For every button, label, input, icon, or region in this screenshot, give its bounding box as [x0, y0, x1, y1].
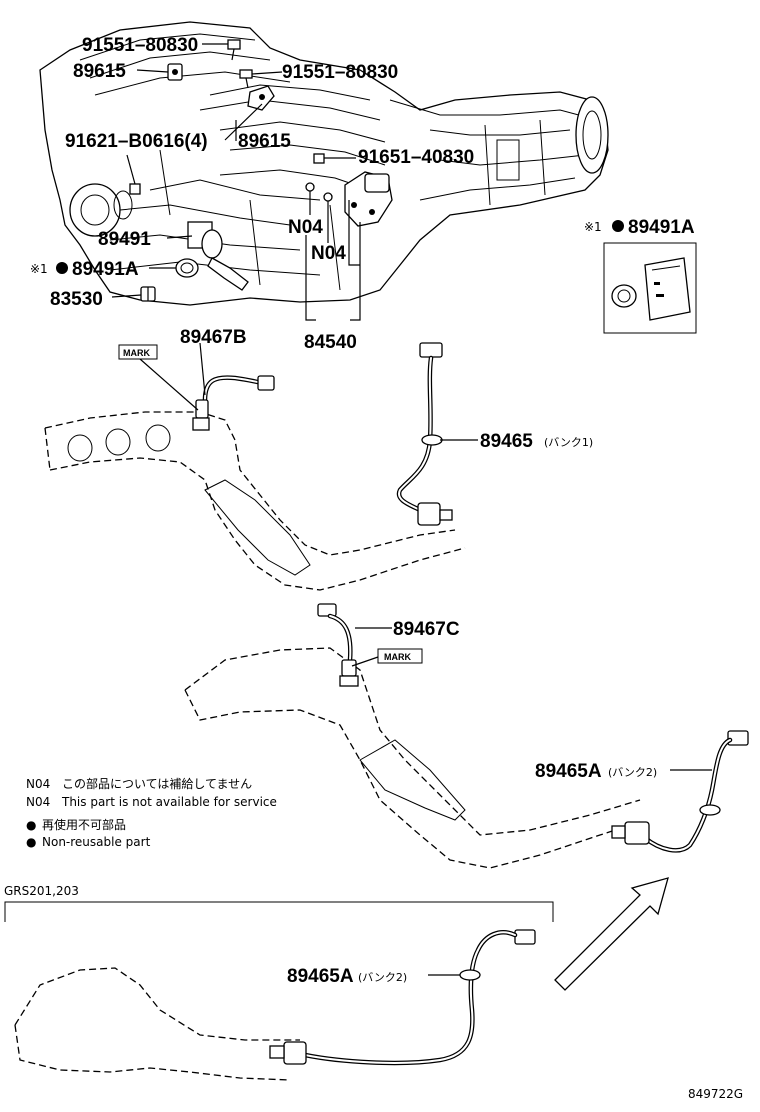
non-reusable-dot-icon	[56, 262, 68, 274]
exhaust-bank2-grs	[14, 967, 300, 1081]
label-89491a-left: 89491A	[72, 259, 139, 280]
label-91651: 91651–40830	[358, 147, 474, 168]
mark-callout-2: MARK	[351, 627, 423, 667]
label-89491: 89491	[98, 229, 151, 250]
bolt-91651-icon	[313, 153, 325, 164]
note-0-text: この部品については補給してません	[62, 776, 252, 791]
note-3-code: ●	[26, 835, 36, 849]
diagram-code: 849722G	[688, 1087, 743, 1101]
note-2-text: 再使用不可部品	[42, 817, 126, 832]
label-89615-mid: 89615	[238, 131, 291, 152]
label-89491a-right-prefix: ※1	[584, 220, 602, 234]
inset-frame	[603, 242, 697, 334]
mark-2-label: MARK	[384, 652, 411, 662]
note-0-code: N04	[26, 777, 50, 791]
label-89491a-left-prefix: ※1	[30, 262, 48, 276]
label-89465a-bottom: 89465A	[287, 966, 354, 987]
o-ring-89491a-icon	[175, 258, 199, 278]
sensor-89465a-right	[611, 730, 749, 853]
model-group-bracket: GRS201,203	[4, 884, 554, 922]
label-91621: 91621–B0616(4)	[65, 131, 208, 152]
model-group-label: GRS201,203	[4, 884, 79, 898]
exhaust-manifold-bank2	[184, 647, 641, 869]
inset-89491a-box	[603, 242, 697, 334]
note-3-text: Non-reusable part	[42, 835, 151, 849]
sensor-89465	[396, 342, 453, 526]
leader-lines-top	[111, 43, 361, 321]
sensor-89467c	[317, 603, 359, 687]
label-89467c: 89467C	[393, 619, 460, 640]
direction-arrow-icon	[554, 877, 669, 991]
instruction-sheet-icon	[644, 257, 691, 321]
sensor-89467b	[192, 375, 275, 431]
label-83530: 83530	[50, 289, 103, 310]
label-89467b: 89467B	[180, 327, 247, 348]
note-1-code: N04	[26, 795, 50, 809]
non-reusable-dot-icon	[612, 220, 624, 232]
mark-1-label: MARK	[123, 348, 150, 358]
mark-callout-1: MARK	[118, 342, 206, 411]
label-89465a-right-sub: (バンク2)	[608, 766, 657, 779]
note-2-code: ●	[26, 818, 36, 832]
label-n04-b: N04	[311, 243, 346, 264]
sensor-89465a-bottom	[269, 929, 536, 1066]
label-91551-top: 91551–80830	[82, 35, 198, 56]
label-89491a-right: 89491A	[628, 217, 695, 238]
label-n04-a: N04	[288, 217, 323, 238]
label-89615-left: 89615	[73, 61, 126, 82]
label-89465-sub: (バンク1)	[544, 436, 593, 449]
label-91551-right: 91551–80830	[282, 62, 398, 83]
label-89465a-bottom-sub: (バンク2)	[358, 971, 407, 984]
bolt-91621-icon	[129, 183, 141, 195]
n04-nut-b-icon	[323, 192, 333, 202]
exhaust-manifold-bank1	[44, 411, 466, 591]
part-labels: 91551–80830 89615 91551–80830 91621–B061…	[30, 35, 743, 1101]
bolt-91551-top-icon	[227, 39, 241, 50]
notes-block: N04 この部品については補給してません N04 This part is no…	[26, 776, 277, 849]
n04-nut-a-icon	[305, 182, 315, 192]
label-84540: 84540	[304, 332, 357, 353]
bolt-91551-right-icon	[239, 69, 253, 79]
label-89465: 89465	[480, 431, 533, 452]
label-89465a-right: 89465A	[535, 761, 602, 782]
note-1-text: This part is not available for service	[61, 795, 277, 809]
